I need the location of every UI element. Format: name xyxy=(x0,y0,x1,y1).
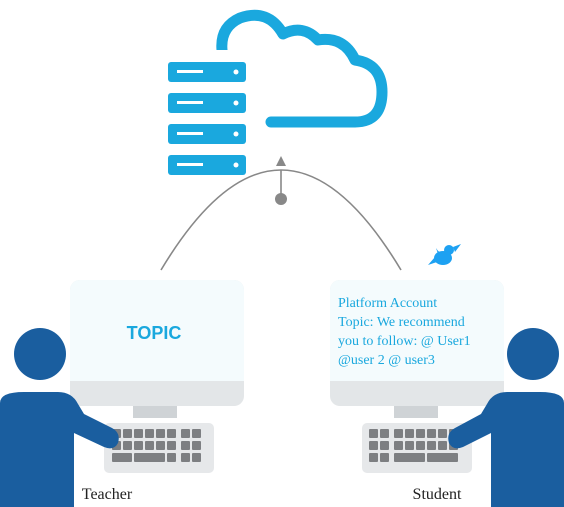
server-rack-icon xyxy=(157,50,265,180)
student-label: Student xyxy=(413,486,462,503)
teacher-screen-text: TOPIC xyxy=(127,323,182,343)
student-person-icon xyxy=(448,328,564,507)
student-keyboard xyxy=(362,423,472,473)
twitter-bird-icon xyxy=(428,244,461,265)
teacher-monitor: TOPIC xyxy=(70,280,244,418)
student-message-line: Topic: We recommend xyxy=(338,315,465,330)
student-screen-message: Platform Account Topic: We recommend you… xyxy=(338,296,474,368)
student-message-line: you to follow: @ User1 xyxy=(338,334,471,349)
cloud-outline-icon xyxy=(216,9,388,128)
teacher-label: Teacher xyxy=(82,486,133,503)
teacher-keyboard xyxy=(104,423,214,473)
connector-node xyxy=(275,193,287,205)
student-monitor: Platform Account Topic: We recommend you… xyxy=(330,280,504,418)
student-message-line: @user 2 @ user3 xyxy=(338,353,435,368)
arrow-up-icon xyxy=(276,156,286,166)
teacher-person-icon xyxy=(0,328,119,507)
student-message-line: Platform Account xyxy=(338,296,437,311)
